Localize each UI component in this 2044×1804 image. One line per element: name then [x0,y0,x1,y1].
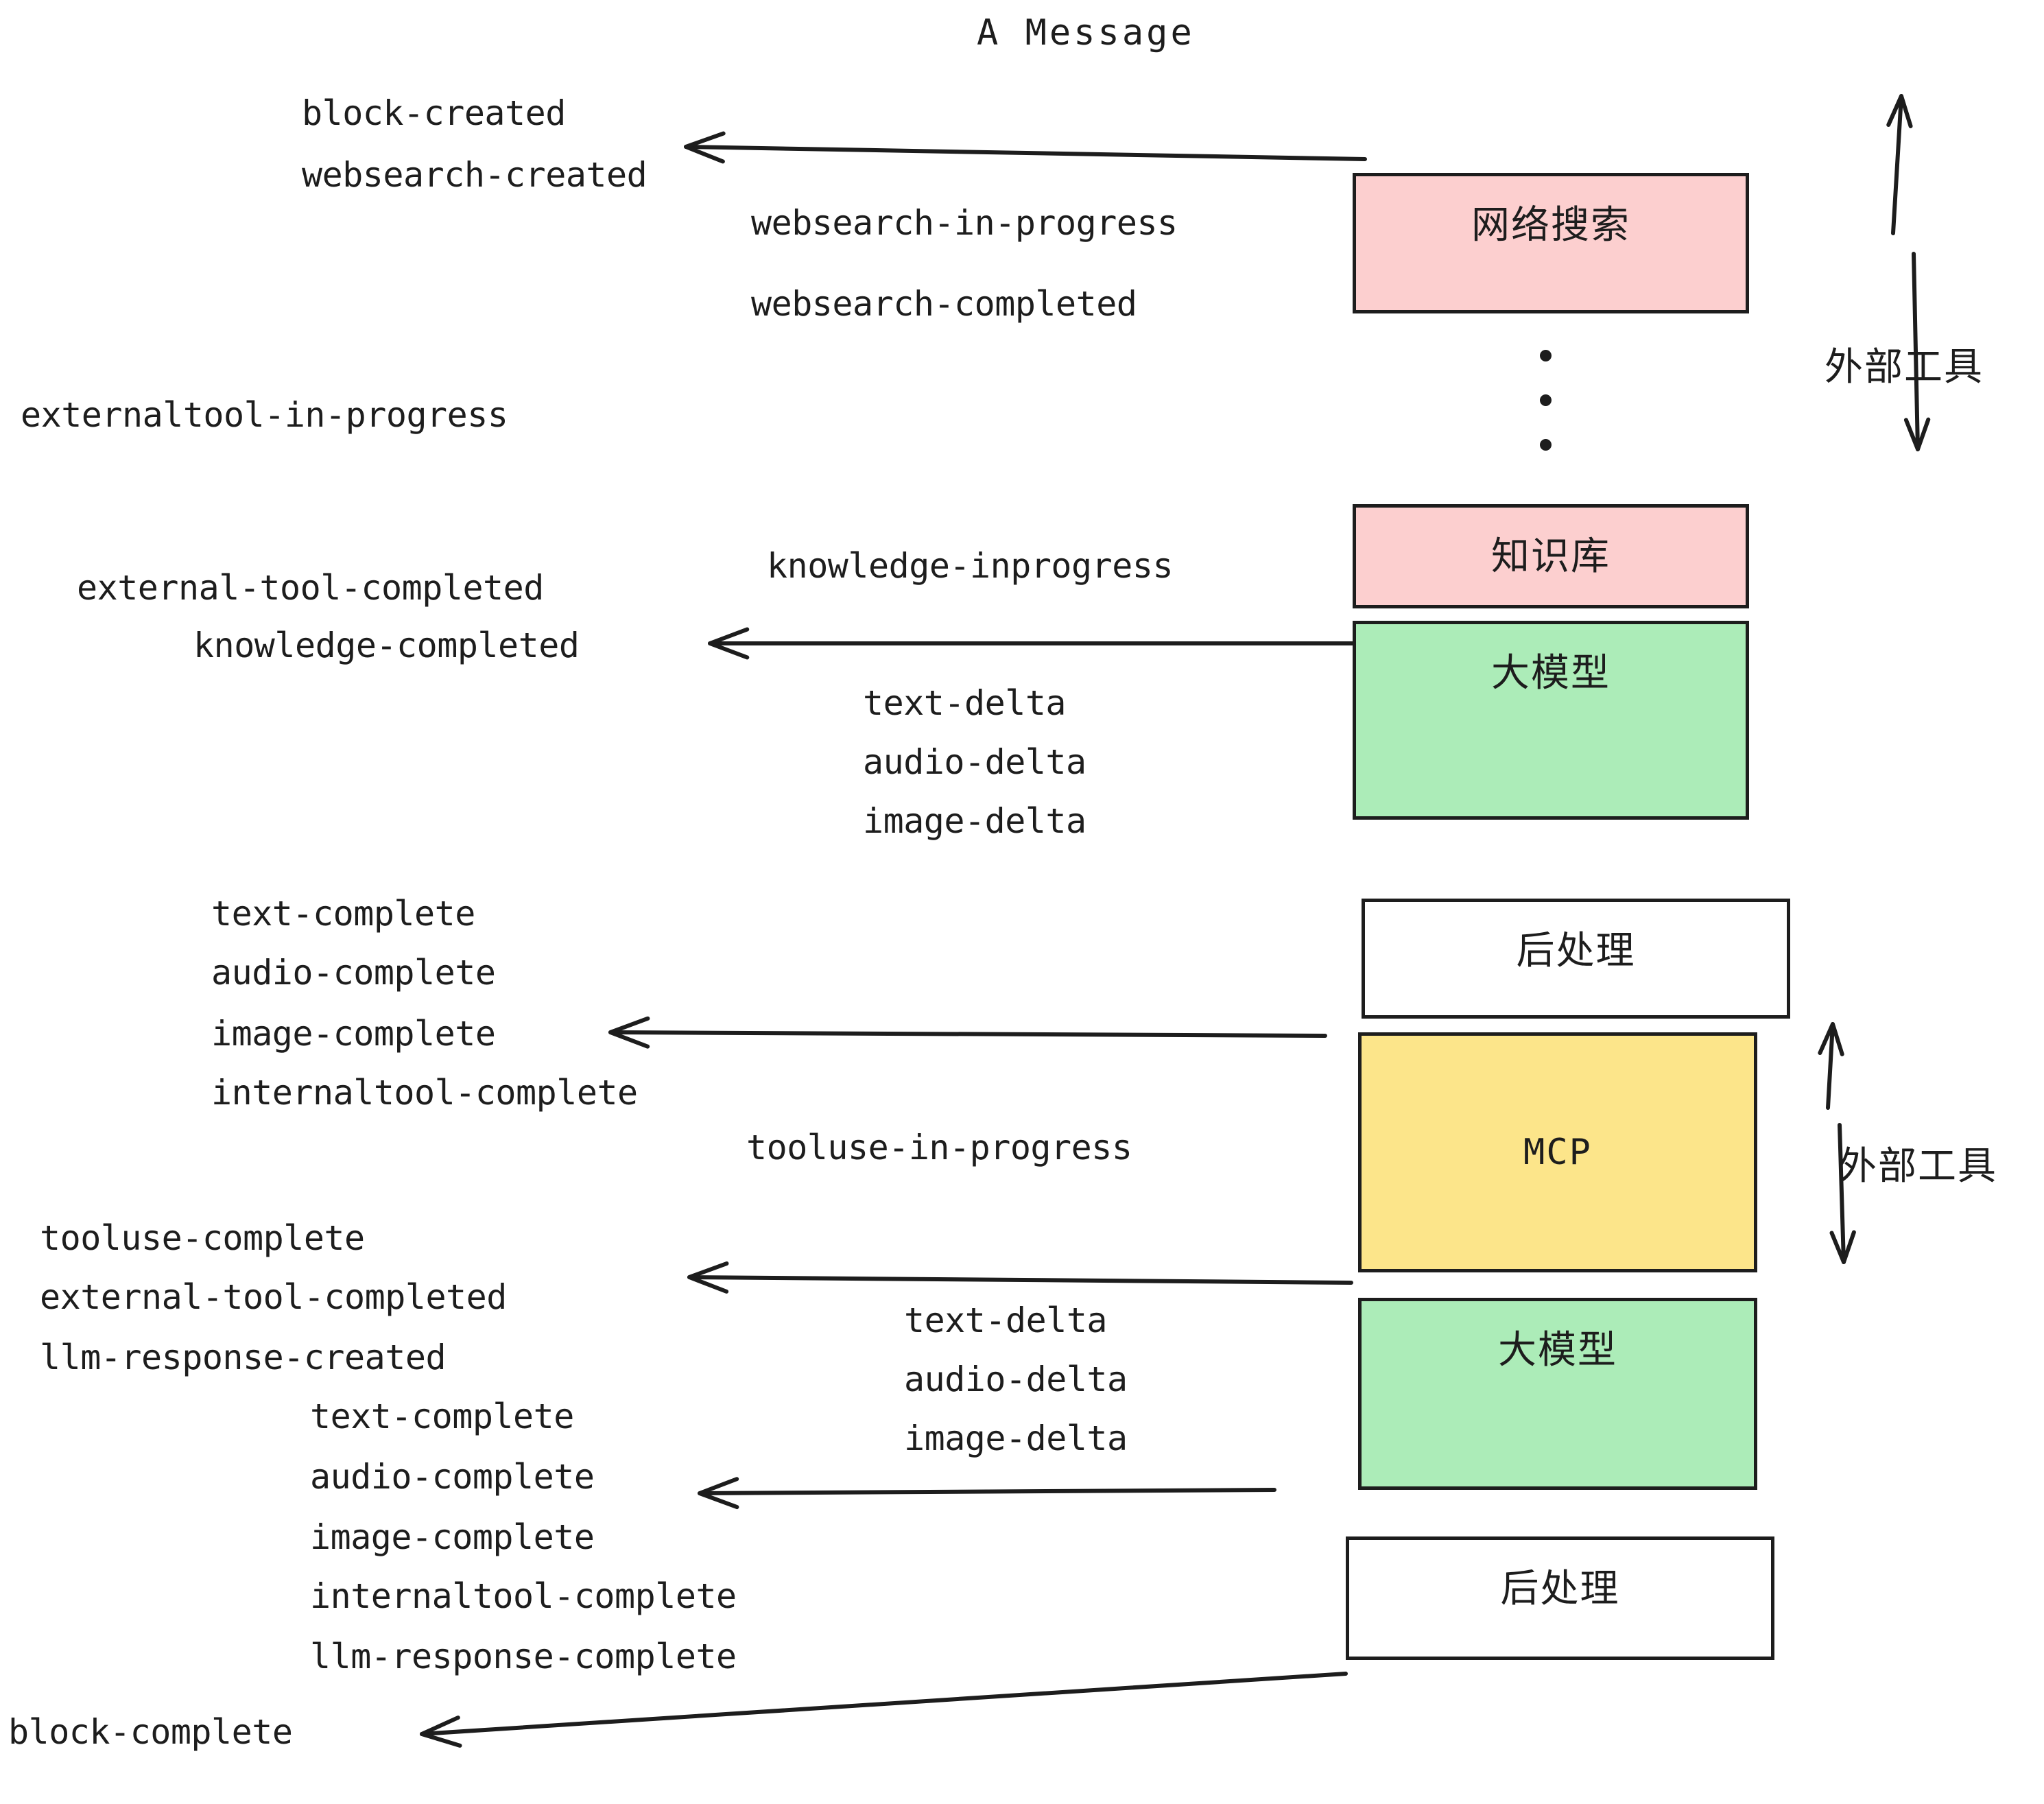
node-mcp[interactable]: MCP [1358,1032,1757,1272]
event-label-image-delta-1: image-delta [863,801,1086,841]
event-label-audio-complete-2: audio-complete [310,1457,595,1497]
node-llm2[interactable]: 大模型 [1358,1298,1757,1490]
event-label-audio-delta-2: audio-delta [904,1360,1128,1399]
event-label-external-tool-completed-2: external-tool-completed [40,1277,507,1317]
arrow-knowledge-completed [708,627,1355,660]
node-mcp-label: MCP [1523,1132,1592,1173]
node-llm2-label: 大模型 [1498,1328,1617,1373]
event-label-block-complete: block-complete [8,1712,293,1752]
node-websearch[interactable]: 网络搜索 [1353,173,1749,313]
event-label-text-delta-2: text-delta [904,1301,1108,1340]
event-label-text-complete-2: text-complete [310,1397,574,1436]
event-label-websearch-completed: websearch-completed [751,284,1137,324]
node-websearch-label: 网络搜索 [1471,203,1630,248]
group-label-external-tools-top: 外部工具 [1825,345,1984,390]
event-label-websearch-in-progress: websearch-in-progress [751,203,1178,243]
event-label-tooluse-complete: tooluse-complete [40,1218,365,1258]
event-label-knowledge-completed: knowledge-completed [193,626,580,665]
event-label-audio-delta-1: audio-delta [863,742,1086,782]
node-llm1[interactable]: 大模型 [1353,621,1749,820]
node-post2-label: 后处理 [1500,1567,1620,1611]
event-label-tooluse-in-progress: tooluse-in-progress [746,1128,1132,1167]
node-post2[interactable]: 后处理 [1346,1536,1774,1660]
event-label-externaltool-in-progress: externaltool-in-progress [21,395,508,435]
event-label-external-tool-completed-1: external-tool-completed [77,568,544,608]
page-title: A Message [977,12,1195,54]
arrow-tooluse-complete [687,1261,1353,1294]
group-label-external-tools-bottom: 外部工具 [1838,1144,1997,1189]
node-post1[interactable]: 后处理 [1362,899,1790,1019]
event-label-internaltool-complete-1: internaltool-complete [211,1073,638,1113]
arrow-audio-complete [698,1477,1276,1510]
event-label-internaltool-complete-2: internaltool-complete [310,1576,737,1616]
event-label-websearch-created: websearch-created [302,155,647,195]
event-label-text-complete-1: text-complete [211,894,475,934]
event-label-image-complete-1: image-complete [211,1014,496,1054]
event-label-llm-response-created: llm-response-created [40,1338,447,1377]
dot-3 [1540,439,1552,451]
dot-1 [1540,350,1552,361]
event-label-image-delta-2: image-delta [904,1419,1128,1458]
arrow-external-tools-top-up [1886,94,1913,235]
arrow-block-created [684,131,1367,164]
event-label-knowledge-inprogress: knowledge-inprogress [767,546,1174,586]
event-label-block-created: block-created [302,93,566,133]
arrow-block-complete [420,1672,1348,1748]
node-knowledge[interactable]: 知识库 [1353,504,1749,608]
event-label-audio-complete-1: audio-complete [211,953,496,993]
event-label-image-complete-2: image-complete [310,1517,595,1557]
node-llm1-label: 大模型 [1491,651,1611,696]
arrow-image-complete [608,1016,1327,1049]
node-knowledge-label: 知识库 [1491,534,1611,579]
arrow-external-tools-bottom-up [1818,1022,1844,1110]
event-label-text-delta-1: text-delta [863,683,1067,723]
node-post1-label: 后处理 [1516,929,1636,973]
dot-2 [1540,394,1552,406]
event-label-llm-response-complete: llm-response-complete [310,1637,737,1676]
